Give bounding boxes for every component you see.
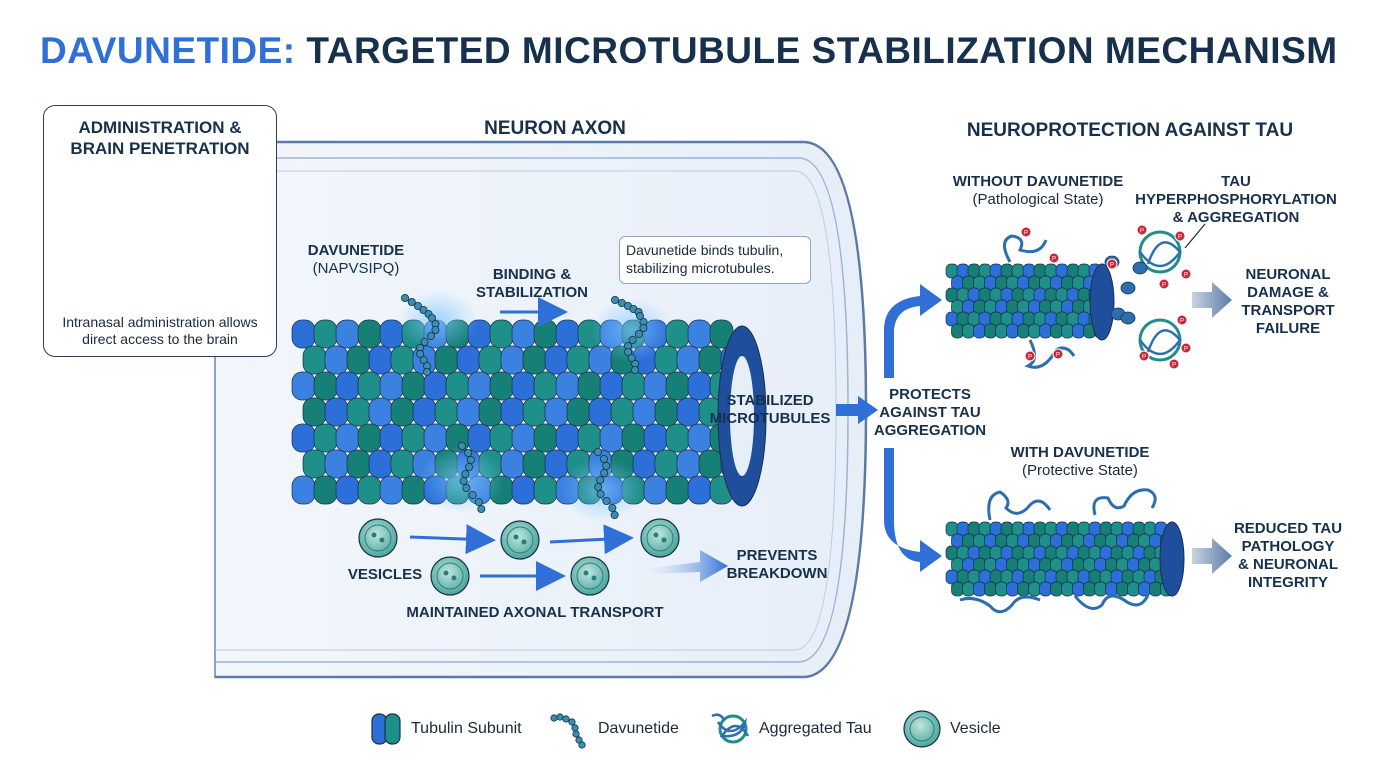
prevents-label: PREVENTS BREAKDOWN [722, 547, 832, 583]
davunetide-glow [398, 290, 672, 522]
damage-label: NEURONAL DAMAGE & TRANSPORT FAILURE [1236, 266, 1340, 338]
callout-line1: Davunetide binds tubulin, [626, 242, 784, 258]
neuroprotection-heading: NEUROPROTECTION AGAINST TAU [966, 120, 1294, 141]
vesicles [358, 518, 680, 596]
reduced-line1: REDUCED TAU [1233, 520, 1343, 537]
svg-text:P: P [1178, 235, 1182, 241]
admin-caption: Intranasal administration allows direct … [45, 314, 275, 348]
callout-line2: stabilizing microtubules. [626, 260, 775, 276]
title-mechanism: TARGETED MICROTUBULE STABILIZATION MECHA… [306, 30, 1338, 71]
transport-arrows [409, 524, 634, 591]
branch-arrows [884, 284, 942, 572]
axon-heading: NEURON AXON [484, 118, 626, 139]
svg-text:P: P [1142, 355, 1146, 361]
admin-caption-line2: direct access to the brain [82, 331, 238, 347]
with-title: WITH DAVUNETIDE [1010, 444, 1150, 461]
legend-tubulin-label: Tubulin Subunit [411, 720, 522, 737]
transport-label: MAINTAINED AXONAL TRANSPORT [406, 604, 664, 621]
without-title: WITHOUT DAVUNETIDE [952, 173, 1124, 190]
svg-text:P: P [1024, 231, 1028, 237]
protected-microtubule [945, 521, 1185, 597]
admin-caption-line1: Intranasal administration allows [62, 314, 258, 330]
protects-line2: AGAINST TAU [879, 404, 981, 421]
damage-line1: NEURONAL [1245, 266, 1331, 283]
prevents-breakdown-arrow [650, 550, 728, 582]
admin-heading: ADMINISTRATION & BRAIN PENETRATION [45, 117, 275, 159]
without-label: WITHOUT DAVUNETIDE (Pathological State) [940, 173, 1136, 209]
drug-label: DAVUNETIDE (NAPVSIPQ) [296, 242, 416, 278]
without-subtitle: (Pathological State) [972, 191, 1104, 208]
vesicles-label: VESICLES [347, 566, 423, 583]
legend-davunetide-label: Davunetide [598, 720, 679, 737]
page-title: DAVUNETIDE: TARGETED MICROTUBULE STABILI… [40, 30, 1338, 72]
legend-tau-label: Aggregated Tau [759, 720, 872, 737]
peptide-icon [550, 713, 586, 749]
svg-text:P: P [1110, 263, 1114, 269]
damage-arrow [1192, 282, 1232, 318]
protects-label: PROTECTS AGAINST TAU AGGREGATION [868, 386, 992, 440]
aggregated-tau: P P P P P P P P P P P P P [1003, 224, 1192, 370]
stabilized-line1: STABILIZED [726, 392, 814, 409]
stabilized-label: STABILIZED MICROTUBULES [700, 392, 840, 428]
pathological-microtubule [945, 263, 1115, 341]
svg-text:P: P [1172, 363, 1176, 369]
bound-tau-strands [959, 488, 1157, 614]
tau-line2: HYPERPHOSPHORYLATION [1135, 191, 1337, 208]
stabilized-line2: MICROTUBULES [709, 410, 831, 427]
svg-text:P: P [1162, 283, 1166, 289]
with-label: WITH DAVUNETIDE (Protective State) [980, 444, 1180, 480]
reduced-label: REDUCED TAU PATHOLOGY & NEURONAL INTEGRI… [1232, 520, 1344, 592]
reduced-line2: PATHOLOGY [1241, 538, 1335, 555]
prevents-line2: BREAKDOWN [726, 565, 828, 582]
tau-leader-line [1184, 223, 1206, 249]
binding-line1: BINDING & [492, 266, 572, 283]
drug-sequence: (NAPVSIPQ) [312, 260, 400, 277]
tau-aggregate-icon [711, 713, 750, 744]
davunetide-peptides [400, 293, 648, 519]
svg-text:P: P [1028, 355, 1032, 361]
main-microtubule [291, 319, 767, 507]
binding-label: BINDING & STABILIZATION [462, 266, 602, 302]
drug-name: DAVUNETIDE [307, 242, 405, 259]
svg-text:P: P [1140, 229, 1144, 235]
legend-vesicle-label: Vesicle [950, 720, 1001, 737]
reduced-line4: INTEGRITY [1247, 574, 1328, 591]
admin-heading-line2: BRAIN PENETRATION [70, 139, 250, 158]
damage-line4: FAILURE [1255, 320, 1321, 337]
svg-text:P: P [1184, 273, 1188, 279]
protects-line1: PROTECTS [889, 386, 971, 403]
title-drug-name: DAVUNETIDE: [40, 30, 296, 71]
administration-panel [43, 105, 277, 357]
with-subtitle: (Protective State) [1022, 462, 1138, 479]
binding-callout: Davunetide binds tubulin, stabilizing mi… [619, 236, 811, 284]
svg-text:P: P [1056, 353, 1060, 359]
tau-line1: TAU [1221, 173, 1251, 190]
admin-heading-line1: ADMINISTRATION & [78, 118, 242, 137]
protects-line3: AGGREGATION [873, 422, 987, 439]
binding-line2: STABILIZATION [476, 284, 588, 301]
svg-text:P: P [1184, 347, 1188, 353]
tubulin-icon [371, 713, 401, 745]
prevents-line1: PREVENTS [736, 547, 818, 564]
tau-label: TAU HYPERPHOSPHORYLATION & AGGREGATION [1134, 173, 1338, 227]
reduced-line3: & NEURONAL [1238, 556, 1338, 573]
stabilized-arrow [836, 396, 878, 424]
damage-line2: DAMAGE & [1247, 284, 1329, 301]
reduced-arrow [1192, 538, 1232, 574]
tau-line3: & AGGREGATION [1172, 209, 1300, 226]
vesicle-icon [903, 710, 941, 748]
svg-text:P: P [1180, 319, 1184, 325]
svg-text:P: P [1052, 257, 1056, 263]
damage-line3: TRANSPORT [1241, 302, 1335, 319]
